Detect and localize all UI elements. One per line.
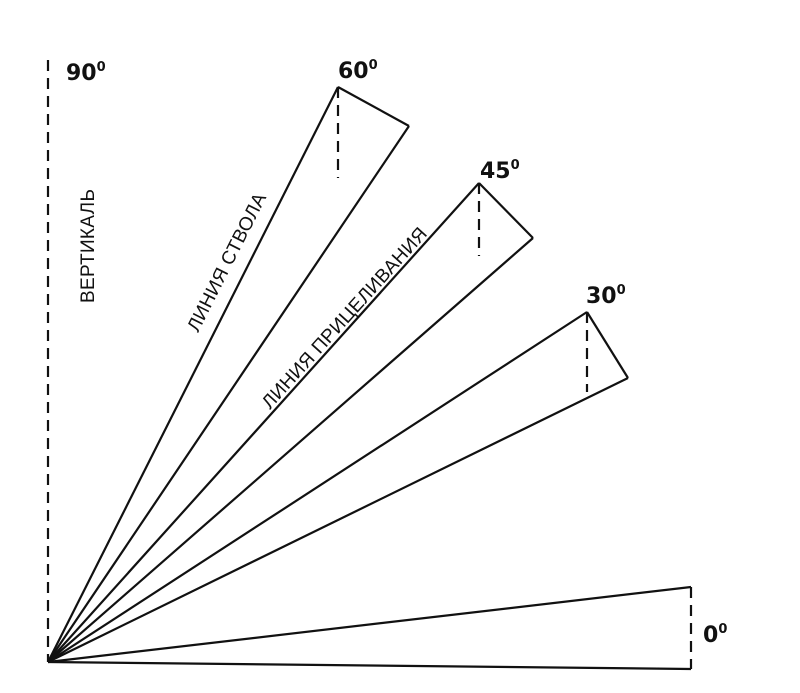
bore-line-30 bbox=[47, 311, 588, 663]
angle-label-45: 450 bbox=[480, 158, 520, 184]
bore-line-0 bbox=[47, 585, 692, 664]
muzzle-edge-45 bbox=[478, 182, 534, 239]
angle-label-0: 00 bbox=[703, 622, 727, 648]
bore-line-60 bbox=[47, 86, 339, 663]
sight-line-30 bbox=[47, 377, 629, 663]
vertical-label: ВЕРТИКАЛЬ bbox=[78, 189, 99, 303]
muzzle-edge-30 bbox=[586, 311, 629, 379]
sight-line-0 bbox=[47, 660, 692, 671]
sight-line-45 bbox=[47, 237, 534, 663]
muzzle-edge-60 bbox=[337, 86, 410, 127]
angle-label-60: 600 bbox=[338, 58, 378, 84]
wedge-30 bbox=[47, 311, 629, 663]
angle-label-30: 300 bbox=[586, 283, 626, 309]
bore-line-label: ЛИНИЯ СТВОЛА bbox=[184, 190, 272, 336]
wedge-45 bbox=[47, 182, 534, 663]
sight-line-label: ЛИНИЯ ПРИЦЕЛИВАНИЯ bbox=[258, 223, 432, 413]
angle-label-90: 900 bbox=[66, 60, 106, 86]
wedge-0 bbox=[47, 585, 693, 671]
bore-line-45 bbox=[47, 182, 480, 663]
sight-line-60 bbox=[47, 125, 410, 663]
wedge-60 bbox=[47, 86, 410, 663]
